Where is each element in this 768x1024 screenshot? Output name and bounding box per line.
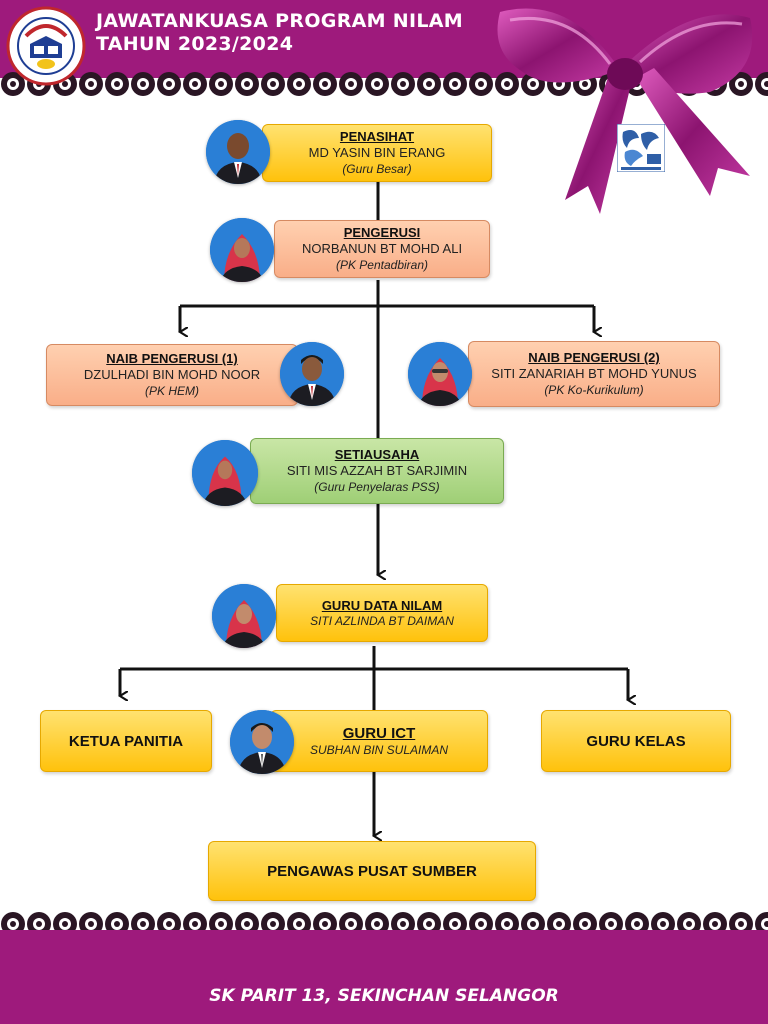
- penasihat-box: PENASIHAT MD YASIN BIN ERANG (Guru Besar…: [262, 124, 492, 182]
- role-label: PENGERUSI: [343, 225, 421, 240]
- school-logo-icon: [6, 6, 86, 86]
- role-label: NAIB PENGERUSI (1): [106, 351, 238, 366]
- avatar: [280, 342, 344, 406]
- avatar: [210, 218, 274, 282]
- member-position: (PK Pentadbiran): [335, 258, 429, 272]
- ribbon-bow-icon: [497, 8, 753, 214]
- guru-kelas-box: GURU KELAS: [541, 710, 731, 772]
- member-name: SITI MIS AZZAH BT SARJIMIN: [286, 463, 468, 478]
- pengerusi-box: PENGERUSI NORBANUN BT MOHD ALI (PK Penta…: [274, 220, 490, 278]
- setiausaha-box: SETIAUSAHA SITI MIS AZZAH BT SARJIMIN (G…: [250, 438, 504, 504]
- member-name: SITI AZLINDA BT DAIMAN: [310, 613, 454, 628]
- naib-pengerusi-1-box: NAIB PENGERUSI (1) DZULHADI BIN MOHD NOO…: [46, 344, 298, 406]
- footer-band: [0, 930, 768, 1024]
- school-name-footer: SK PARIT 13, SEKINCHAN SELANGOR: [209, 986, 559, 1006]
- page-title: JAWATANKUASA PROGRAM NILAM: [96, 10, 463, 32]
- member-name: MD YASIN BIN ERANG: [308, 145, 446, 160]
- member-name: NORBANUN BT MOHD ALI: [301, 241, 463, 256]
- role-label: GURU DATA NILAM: [321, 597, 443, 613]
- member-position: (PK Ko-Kurikulum): [544, 383, 644, 397]
- role-label: GURU ICT: [342, 724, 416, 742]
- avatar: [192, 440, 258, 506]
- member-name: SUBHAN BIN SULAIMAN: [309, 742, 449, 757]
- avatar: [230, 710, 294, 774]
- member-position: (PK HEM): [145, 384, 199, 398]
- ketua-panitia-box: KETUA PANITIA: [40, 710, 212, 772]
- avatar: [212, 584, 276, 648]
- role-label: GURU KELAS: [586, 732, 686, 750]
- guru-data-nilam-box: GURU DATA NILAM SITI AZLINDA BT DAIMAN: [276, 584, 488, 642]
- member-position: (Guru Penyelaras PSS): [314, 480, 440, 494]
- member-position: (Guru Besar): [342, 162, 412, 176]
- role-label: PENGAWAS PUSAT SUMBER: [267, 862, 477, 880]
- member-name: SITI ZANARIAH BT MOHD YUNUS: [491, 366, 697, 381]
- guru-ict-box: GURU ICT SUBHAN BIN SULAIMAN: [270, 710, 488, 772]
- member-name: DZULHADI BIN MOHD NOOR: [83, 367, 261, 382]
- role-label: SETIAUSAHA: [334, 447, 420, 462]
- role-label: NAIB PENGERUSI (2): [528, 350, 660, 365]
- role-label: KETUA PANITIA: [68, 732, 184, 750]
- avatar: [206, 120, 270, 184]
- role-label: PENASIHAT: [339, 129, 415, 144]
- pss-logo-icon: [617, 124, 665, 172]
- pengawas-pusat-sumber-box: PENGAWAS PUSAT SUMBER: [208, 841, 536, 901]
- avatar: [408, 342, 472, 406]
- page-subtitle-year: TAHUN 2023/2024: [96, 33, 294, 55]
- org-chart-connectors: [0, 180, 768, 930]
- naib-pengerusi-2-box: NAIB PENGERUSI (2) SITI ZANARIAH BT MOHD…: [468, 341, 720, 407]
